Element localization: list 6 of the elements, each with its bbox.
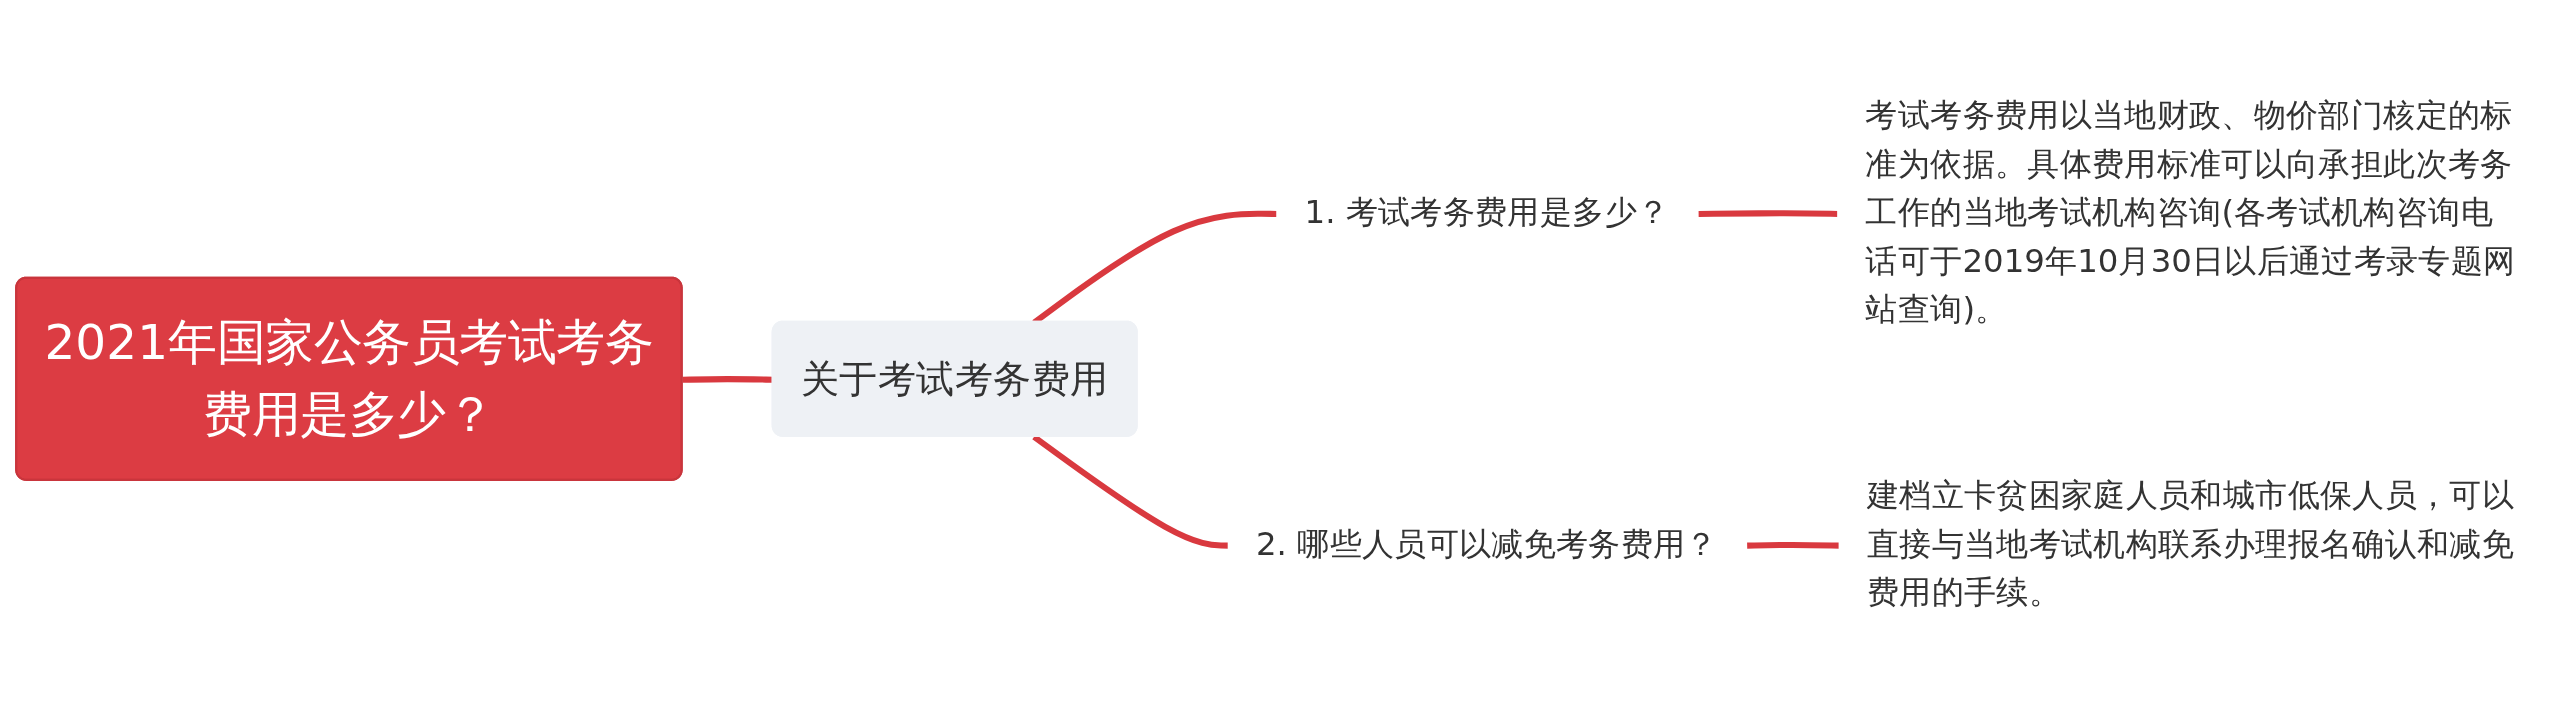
node-text: 2. 哪些人员可以减免考务费用？	[1256, 524, 1718, 563]
node-text: 考试考务费用以当地财政、物价部门核定的标准为依据。具体费用标准可以向承担此次考务工作的当地考试机构咨询(各考试机构咨询电话可于2019年10月30日以后通过考录专题网站查询)。	[1865, 95, 2516, 329]
node-text: 1. 考试考务费用是多少？	[1304, 192, 1670, 232]
connector	[1747, 541, 1840, 549]
connector	[1698, 210, 1839, 217]
node-text: 建档立卡贫困家庭人员和城市低保人员，可以直接与当地考试机构联系办理报名确认和减免费用的手续。	[1866, 475, 2515, 612]
